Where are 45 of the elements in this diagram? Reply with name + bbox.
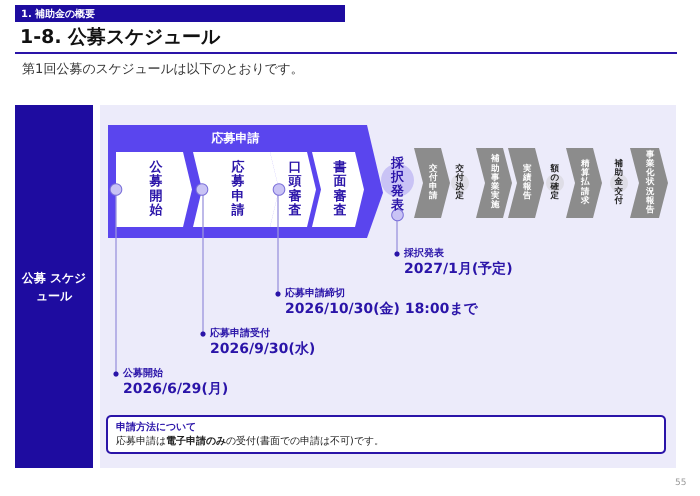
milestone-name: 公募開始 [123, 366, 163, 380]
process-step [116, 152, 192, 227]
process-step [193, 152, 279, 227]
page-number: 55 [675, 478, 686, 488]
step-label: 公募開始 [149, 161, 163, 218]
process-step [566, 148, 602, 218]
step-label: 事業化状況報告 [646, 150, 655, 216]
subtitle-text: 第1回公募のスケジュールは以下のとおりです。 [22, 61, 304, 78]
process-step [630, 148, 668, 218]
note-heading: 申請方法について [116, 420, 197, 434]
process-step [476, 148, 512, 218]
phase-band [108, 125, 383, 238]
step-label: 実績報告 [523, 164, 532, 202]
milestone-date: 2027/1月(予定) [404, 260, 513, 278]
step-label: 補助事業実施 [491, 155, 500, 211]
step-label: 採択発表 [390, 156, 404, 214]
process-step [270, 152, 316, 227]
milestone-date: 2026/6/29(月) [123, 380, 228, 398]
process-step [414, 148, 450, 218]
milestone-date: 2026/10/30(金) 18:00まで [285, 300, 478, 318]
step-label: 交付決定 [456, 164, 464, 202]
process-step [312, 152, 364, 227]
phase-label: 応募申請 [210, 130, 260, 147]
milestone-name: 採択発表 [404, 246, 444, 260]
leader-line [272, 183, 286, 297]
row-header-label: 公募 スケジュール [20, 270, 88, 304]
step-label: 補助金交付 [614, 160, 624, 206]
note-box [106, 415, 666, 454]
step-label: 精算払請求 [581, 160, 590, 206]
milestone-name: 応募申請締切 [285, 286, 345, 300]
leader-line [196, 183, 208, 337]
note-text: 応募申請は電子申請のみの受付(書面での申請は不可)です。 [116, 434, 385, 448]
step-label: 額の確定 [550, 164, 560, 202]
process-step [508, 148, 544, 218]
section-header-bar: 1. 補助金の概要 [15, 5, 345, 22]
step-label: 交付申請 [429, 164, 438, 202]
step-label: 口頭審査 [288, 161, 302, 218]
page-title: 1-8. 公募スケジュール [20, 25, 220, 50]
row-header-band [15, 105, 93, 468]
milestone-name: 応募申請受付 [210, 326, 270, 340]
leader-line [110, 183, 122, 377]
step-label: 応募申請 [231, 161, 245, 218]
leader-line [391, 208, 404, 257]
step-label: 書面審査 [333, 161, 347, 218]
milestone-date: 2026/9/30(水) [210, 340, 316, 358]
